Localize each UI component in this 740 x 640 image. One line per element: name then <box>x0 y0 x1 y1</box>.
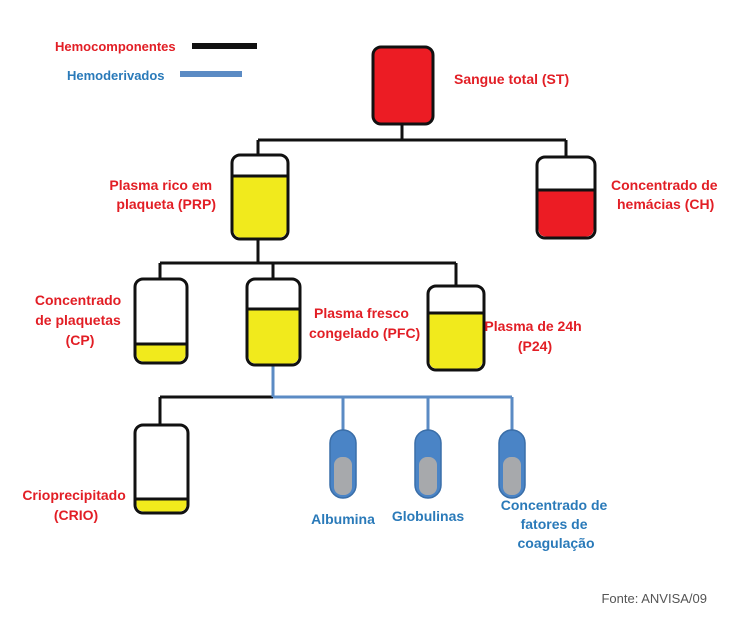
hemoderivative-connectors <box>271 365 514 430</box>
sangue-total-bag <box>371 45 435 126</box>
pfc-bag <box>245 277 302 367</box>
hemocomponent-connectors <box>158 124 568 425</box>
ch-label: Concentrado de hemácias (CH) <box>611 177 721 212</box>
albumina-label: Albumina <box>311 511 375 527</box>
legend-hemocomponentes-label: Hemocomponentes <box>55 39 176 54</box>
cp-label: Concentrado de plaquetas (CP) <box>35 292 125 348</box>
concentrado-plaquetas-bag <box>133 277 189 365</box>
albumina-tube-icon <box>329 429 357 499</box>
prp-label: Plasma rico em plaqueta (PRP) <box>109 177 216 212</box>
legend: Hemocomponentes Hemoderivados <box>55 39 257 83</box>
globulinas-tube-icon <box>414 429 442 499</box>
prp-bag <box>230 153 290 241</box>
source-credit: Fonte: ANVISA/09 <box>601 591 707 606</box>
pfc-label: Plasma fresco congelado (PFC) <box>309 305 420 341</box>
sangue-total-label: Sangue total (ST) <box>454 71 569 87</box>
legend-hemoderivados-label: Hemoderivados <box>67 68 165 83</box>
concentrado-hemacias-bag <box>535 155 597 240</box>
globulinas-label: Globulinas <box>392 508 465 524</box>
fatores-coagulacao-tube-icon <box>498 429 526 499</box>
crioprecipitado-bag <box>133 423 190 515</box>
crio-label: Crioprecipitado (CRIO) <box>22 487 129 523</box>
p24-label: Plasma de 24h (P24) <box>484 318 585 354</box>
p24-bag <box>426 284 486 372</box>
legend-hemoderivados-line <box>180 71 242 77</box>
legend-hemocomponentes-line <box>192 43 257 49</box>
fatores-coagulacao-label: Concentrado de fatores de coagulação <box>501 497 611 551</box>
